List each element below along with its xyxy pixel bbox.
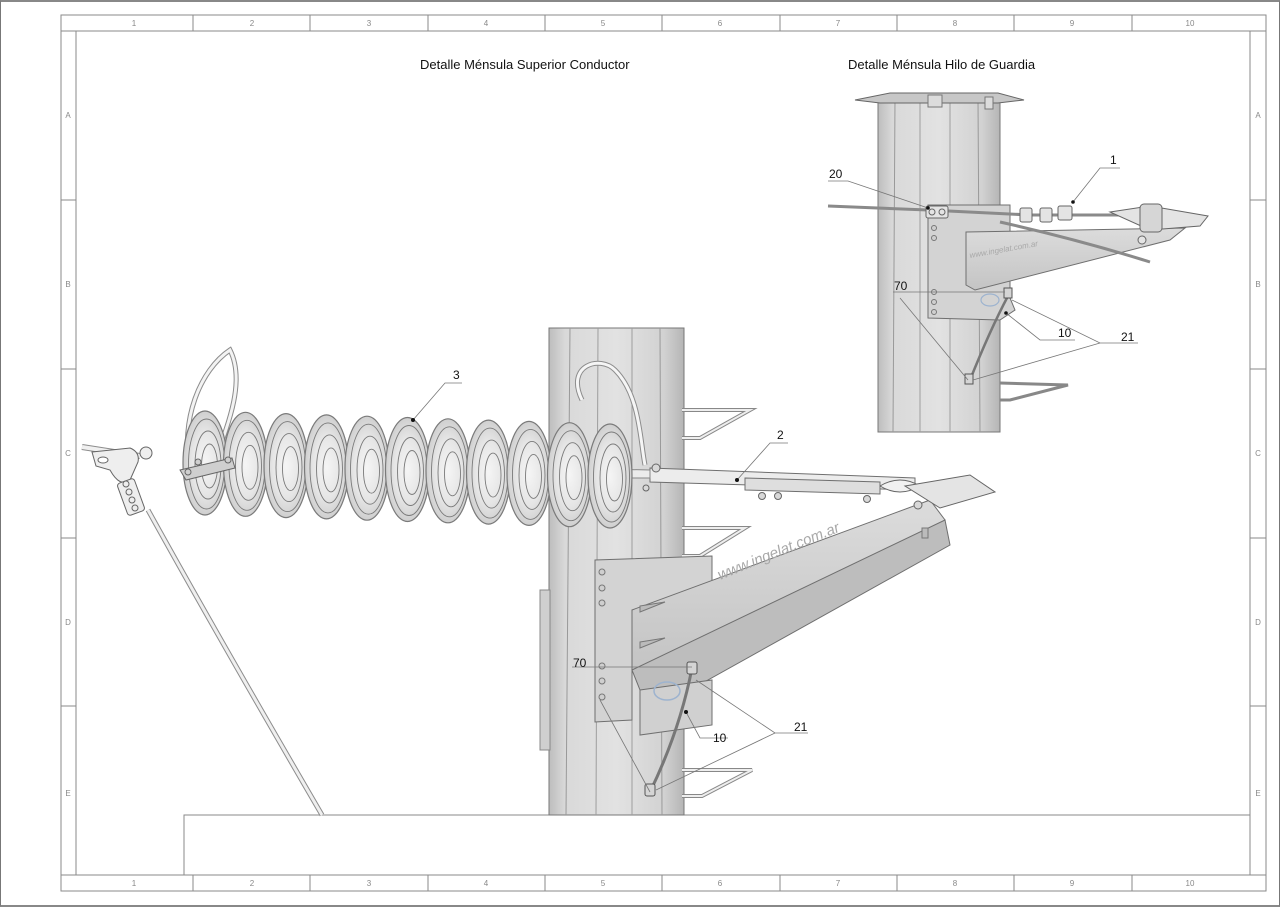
detail-title-conductor: Detalle Ménsula Superior Conductor (420, 57, 630, 72)
callout-21: 21 (794, 720, 808, 734)
col-label: 4 (484, 879, 489, 888)
earth-lead (648, 667, 694, 793)
col-label: 8 (953, 19, 958, 28)
col-label: 1 (132, 879, 137, 888)
col-label: 3 (367, 879, 372, 888)
title-block (183, 814, 1251, 876)
insulator-disc (263, 413, 309, 519)
callout-10: 10 (1058, 326, 1072, 340)
insulator-disc (506, 420, 552, 526)
column-labels-top: 1 2 3 4 5 6 7 8 9 10 (132, 19, 1195, 28)
col-label: 2 (250, 19, 255, 28)
insulator-disc (425, 418, 471, 524)
callout-dot (684, 710, 688, 714)
yoke-plate (179, 456, 236, 481)
col-label: 10 (1186, 19, 1195, 28)
callout-2: 2 (777, 428, 784, 442)
col-label: 5 (601, 19, 606, 28)
callouts-guard (828, 167, 1138, 381)
col-label: 7 (836, 19, 841, 28)
callout-dot (1004, 311, 1008, 315)
col-label: 7 (836, 879, 841, 888)
column-labels-bottom: 1 2 3 4 5 6 7 8 9 10 (132, 879, 1195, 888)
callout-dot (1071, 200, 1075, 204)
column-dividers-top (192, 15, 1133, 31)
main-detail-drawing (81, 327, 997, 817)
col-label: 9 (1070, 19, 1075, 28)
ingelat-logo-icon-small (980, 293, 1000, 307)
row-label: A (65, 111, 71, 120)
col-label: 5 (601, 879, 606, 888)
row-label: C (1255, 449, 1261, 458)
cross-arm-bracket (594, 499, 951, 736)
detail-title-guard-wire: Detalle Ménsula Hilo de Guardia (848, 57, 1036, 72)
col-label: 1 (132, 19, 137, 28)
insulator-disc (344, 415, 390, 521)
callouts-main (412, 382, 808, 793)
col-label: 2 (250, 879, 255, 888)
row-label: E (1255, 789, 1260, 798)
callout-dot (926, 206, 930, 210)
callout-1: 1 (1110, 153, 1117, 167)
row-label: B (1255, 280, 1260, 289)
row-dividers (61, 199, 1266, 707)
col-label: 4 (484, 19, 489, 28)
col-label: 3 (367, 19, 372, 28)
insulator-disc (465, 419, 512, 525)
callout-dot (411, 418, 415, 422)
callout-3: 3 (453, 368, 460, 382)
row-label: D (1255, 618, 1261, 627)
row-label: D (65, 618, 71, 627)
col-label: 9 (1070, 879, 1075, 888)
row-labels-right: A B C D E (1255, 111, 1261, 798)
callout-70: 70 (894, 279, 908, 293)
row-labels-left: A B C D E (65, 111, 71, 798)
guard-wire (827, 204, 1130, 217)
insulator-string (182, 410, 651, 529)
col-label: 6 (718, 879, 723, 888)
strain-clamp (91, 446, 153, 516)
guard-wire-detail-drawing (827, 92, 1209, 433)
insulator-disc (546, 422, 593, 528)
col-label: 8 (953, 879, 958, 888)
insulator-disc (587, 423, 633, 529)
tension-link-bar (642, 463, 997, 510)
row-label: B (65, 280, 70, 289)
row-label: C (65, 449, 71, 458)
callout-21: 21 (1121, 330, 1135, 344)
col-label: 6 (718, 19, 723, 28)
callout-10: 10 (713, 731, 727, 745)
col-label: 10 (1186, 879, 1195, 888)
row-label: A (1255, 111, 1261, 120)
callout-70: 70 (573, 656, 587, 670)
insulator-disc (384, 416, 431, 523)
callout-20: 20 (829, 167, 843, 181)
insulator-disc (303, 414, 350, 520)
ingelat-logo-icon (653, 681, 681, 701)
callout-dot (735, 478, 739, 482)
row-label: E (65, 789, 70, 798)
column-dividers-bottom (192, 875, 1133, 891)
